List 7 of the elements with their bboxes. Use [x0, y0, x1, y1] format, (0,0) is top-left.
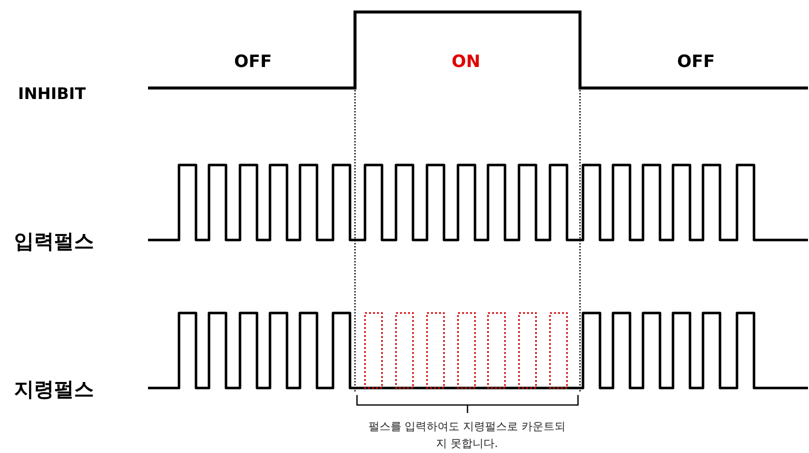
signal-label: INHIBIT	[18, 84, 86, 103]
note-text: 펄스를 입력하여도 지령펄스로 카운트되지 못합니다.	[367, 419, 567, 452]
state-label: OFF	[233, 52, 273, 72]
signal-label: 입력펄스	[14, 228, 94, 255]
signal-label: 지령펄스	[14, 376, 94, 403]
state-label: ON	[450, 52, 482, 72]
state-label: OFF	[676, 52, 716, 72]
